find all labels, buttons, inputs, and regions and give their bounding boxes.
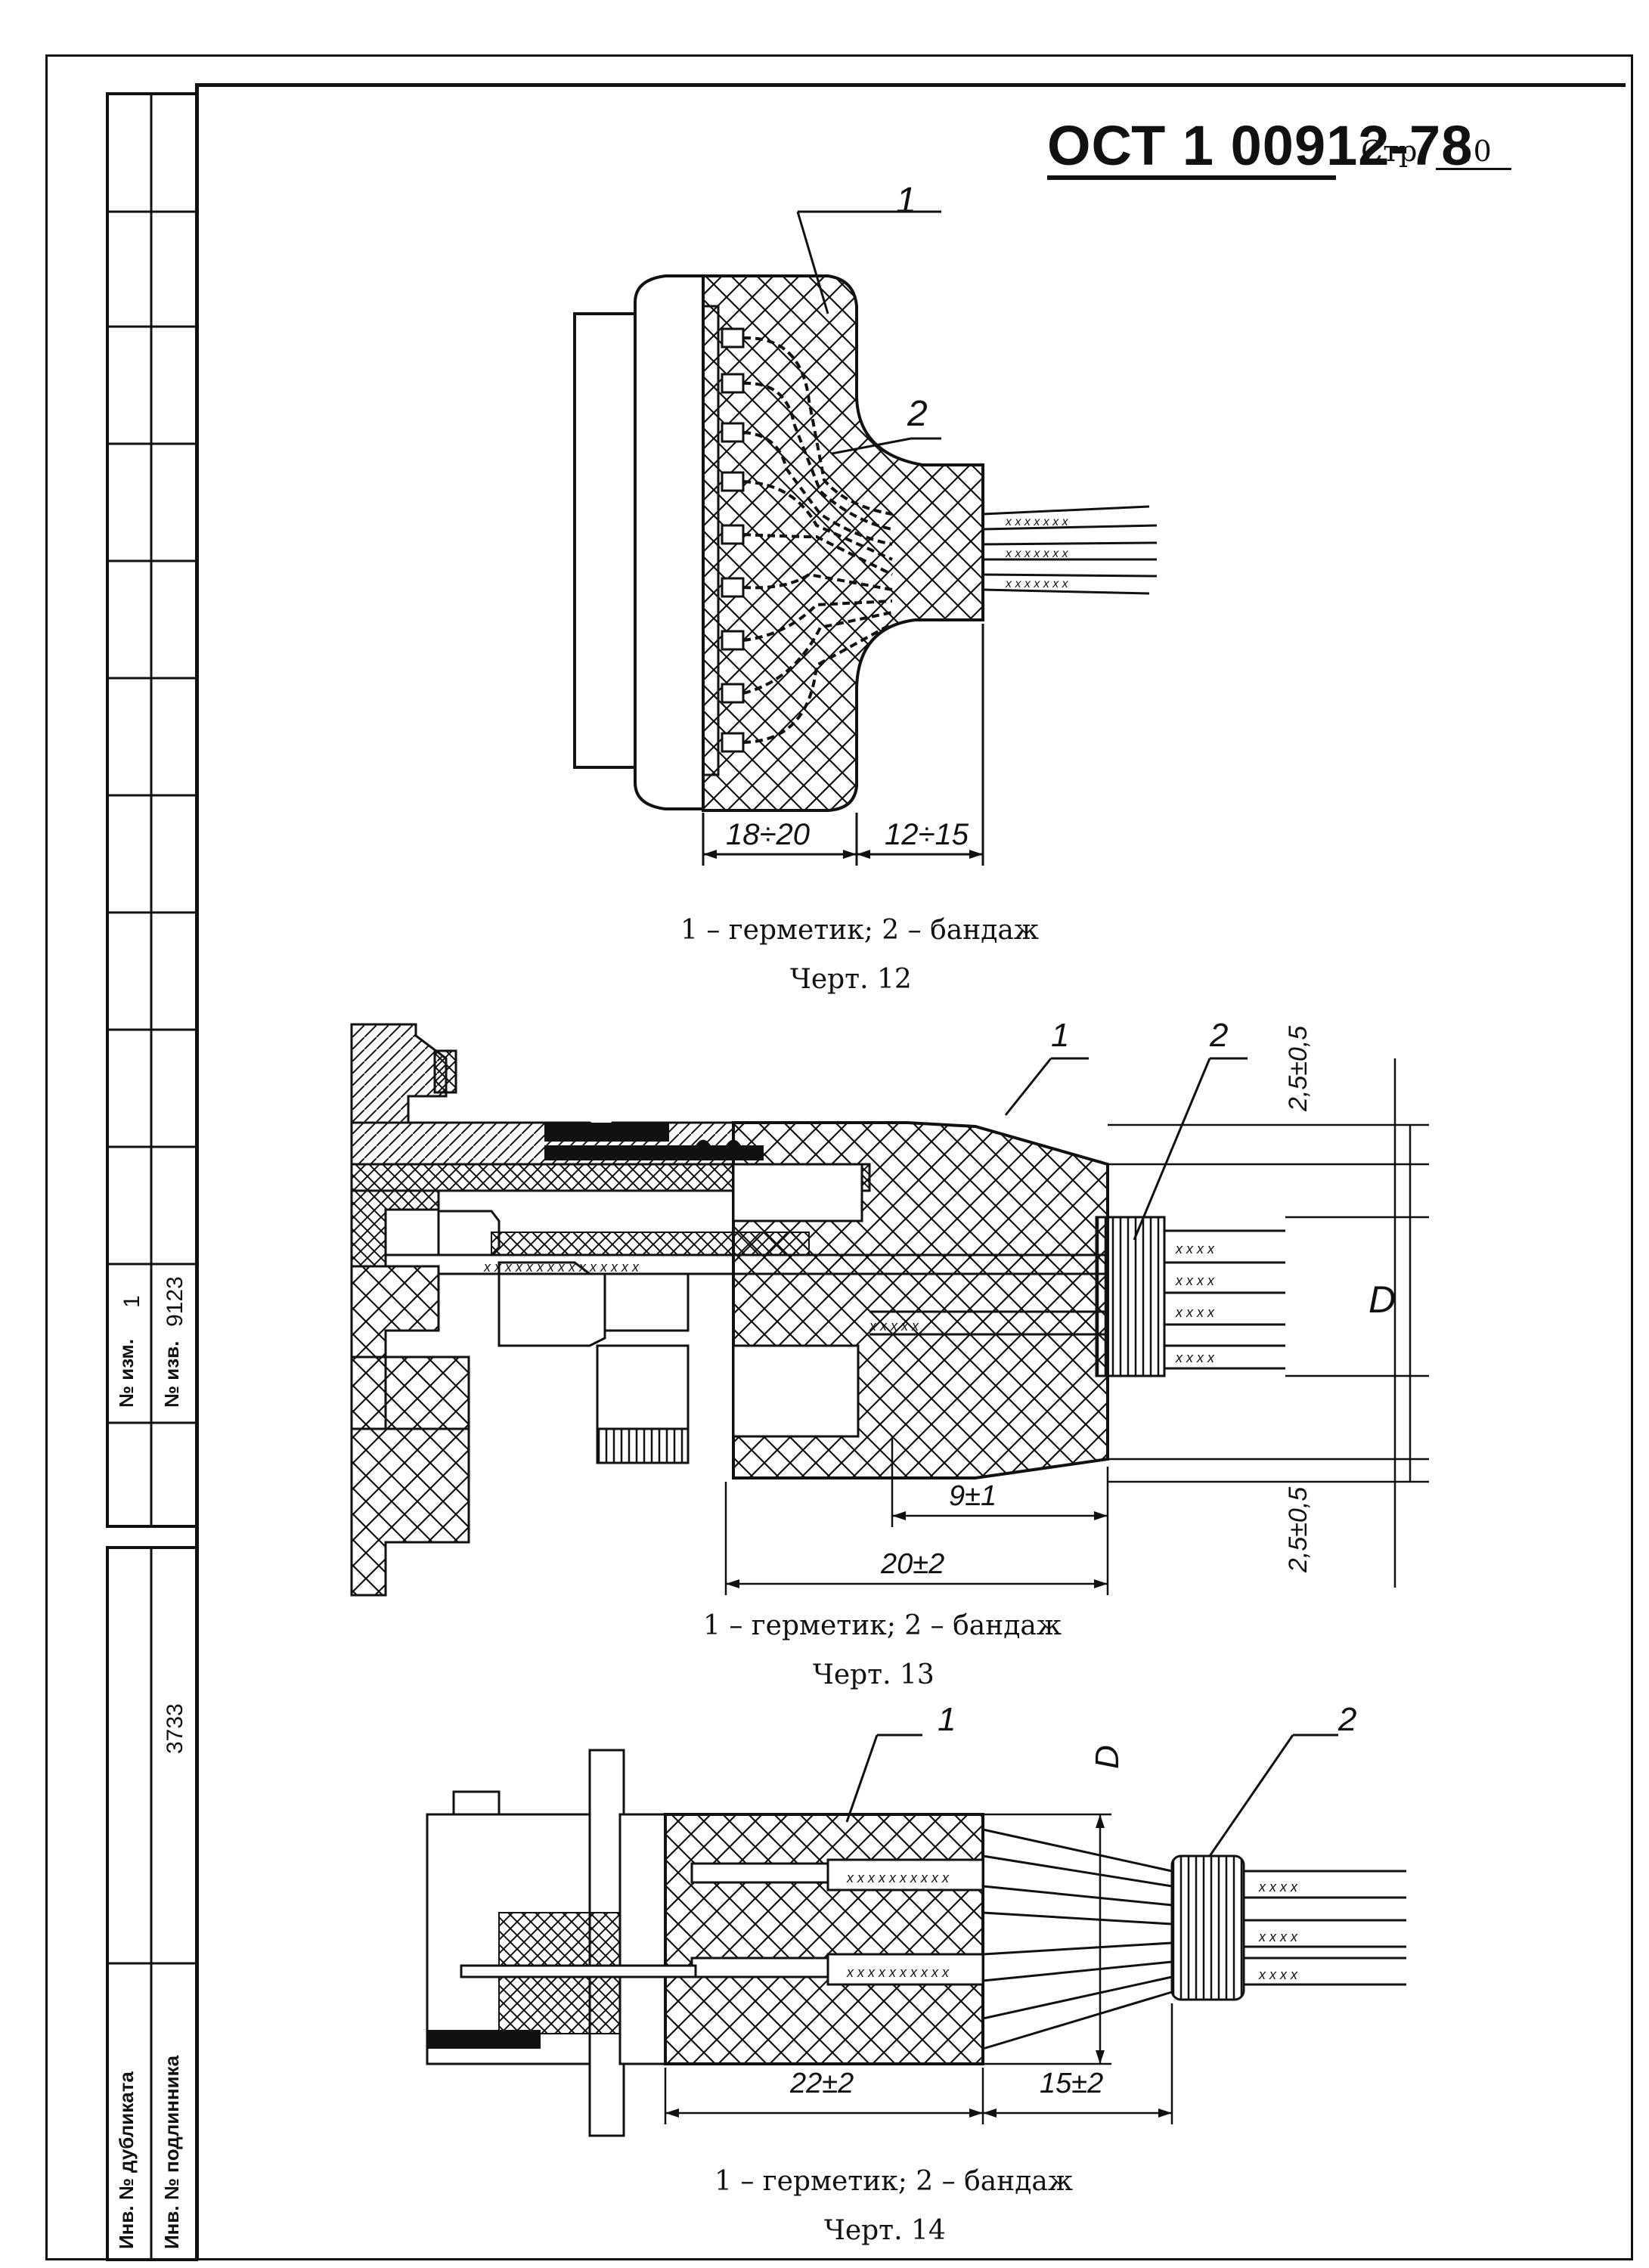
svg-text:x x x x x x x x: x x x x x x x x x x x x x x x: [483, 1259, 640, 1275]
inv-original-value: 3733: [163, 1703, 188, 1754]
figure-12-drawing: x x x x x x x x x x x x x x x x x x x x …: [573, 210, 1158, 866]
svg-text:x x x x x: x x x x x: [869, 1318, 919, 1334]
fig13-callout-1: 1: [1051, 1017, 1070, 1054]
page-label: Стр.: [1361, 135, 1427, 168]
fig13-dim-bottom: 2,5±0,5: [1284, 1486, 1313, 1572]
fig12-callout-2: 2: [907, 394, 928, 434]
header-underline: [1047, 175, 1336, 180]
page-number: 10: [1435, 135, 1511, 170]
fig12-caption: 1 – герметик; 2 – бандаж: [680, 915, 1039, 946]
fig14-dim-15: 15±2: [1040, 2068, 1104, 2099]
fig12-dim-2: 12÷15: [885, 818, 969, 851]
figure-14-drawing: x x x x x x x x x x x x x x x x x x x x …: [426, 1734, 1406, 2137]
fig13-callout-2: 2: [1210, 1017, 1229, 1054]
fig14-caption: 1 – герметик; 2 – бандаж: [714, 2166, 1073, 2197]
fig14-dim-D: D: [1089, 1745, 1126, 1769]
fig13-dim-20: 20±2: [881, 1548, 945, 1580]
fig14-title: Черт. 14: [824, 2215, 946, 2246]
fig14-dim-22: 22±2: [790, 2068, 854, 2099]
change-no-value: 1: [119, 1295, 144, 1308]
fig13-dim-9: 9±1: [949, 1480, 997, 1512]
fig12-title: Черт. 12: [790, 964, 912, 995]
fig14-callout-2: 2: [1338, 1701, 1357, 1738]
fig14-callout-1: 1: [938, 1701, 956, 1738]
svg-text:x x x x: x x x x: [1175, 1350, 1215, 1365]
svg-text:x x x x: x x x x: [1175, 1305, 1215, 1320]
notice-no-label: № изв.: [160, 1340, 183, 1408]
outer-border: [45, 54, 1633, 2260]
svg-text:x x x x: x x x x: [1258, 1967, 1298, 1982]
svg-text:x x x x x x x x x x: x x x x x x x x x x: [846, 1965, 950, 1980]
notice-no-value: 9123: [163, 1276, 188, 1327]
svg-text:x x x x x x x: x x x x x x x: [1005, 547, 1069, 560]
figure-13-drawing: x x x x x x x x x x x x x x x x x x x x …: [350, 1023, 1429, 1597]
standard-code: ОСТ 1 00912-78: [1047, 114, 1474, 177]
change-no-label: № изм.: [115, 1339, 138, 1408]
inv-original-label: Инв. № подлинника: [160, 2055, 183, 2249]
fig13-dim-D: D: [1368, 1278, 1396, 1321]
inv-duplicate-label: Инв. № дубликата: [115, 2071, 138, 2249]
fig12-dim-1: 18÷20: [726, 818, 810, 851]
svg-text:x x x x x x x x x x: x x x x x x x x x x: [846, 1870, 950, 1885]
svg-text:x x x x x x x: x x x x x x x: [1005, 578, 1069, 590]
svg-text:x x x x: x x x x: [1258, 1929, 1298, 1944]
page-ref: Стр. 10: [1361, 135, 1511, 170]
svg-text:x x x x: x x x x: [1258, 1879, 1298, 1895]
svg-text:x x x x x x x: x x x x x x x: [1005, 516, 1069, 528]
fig13-dim-top: 2,5±0,5: [1284, 1025, 1313, 1111]
svg-text:x x x x: x x x x: [1175, 1241, 1215, 1256]
stamp-grid: [106, 92, 198, 2261]
fig12-callout-1: 1: [896, 181, 916, 221]
fig13-title: Черт. 13: [813, 1659, 935, 1690]
fig13-caption: 1 – герметик; 2 – бандаж: [703, 1610, 1062, 1641]
svg-text:x x x x: x x x x: [1175, 1273, 1215, 1288]
